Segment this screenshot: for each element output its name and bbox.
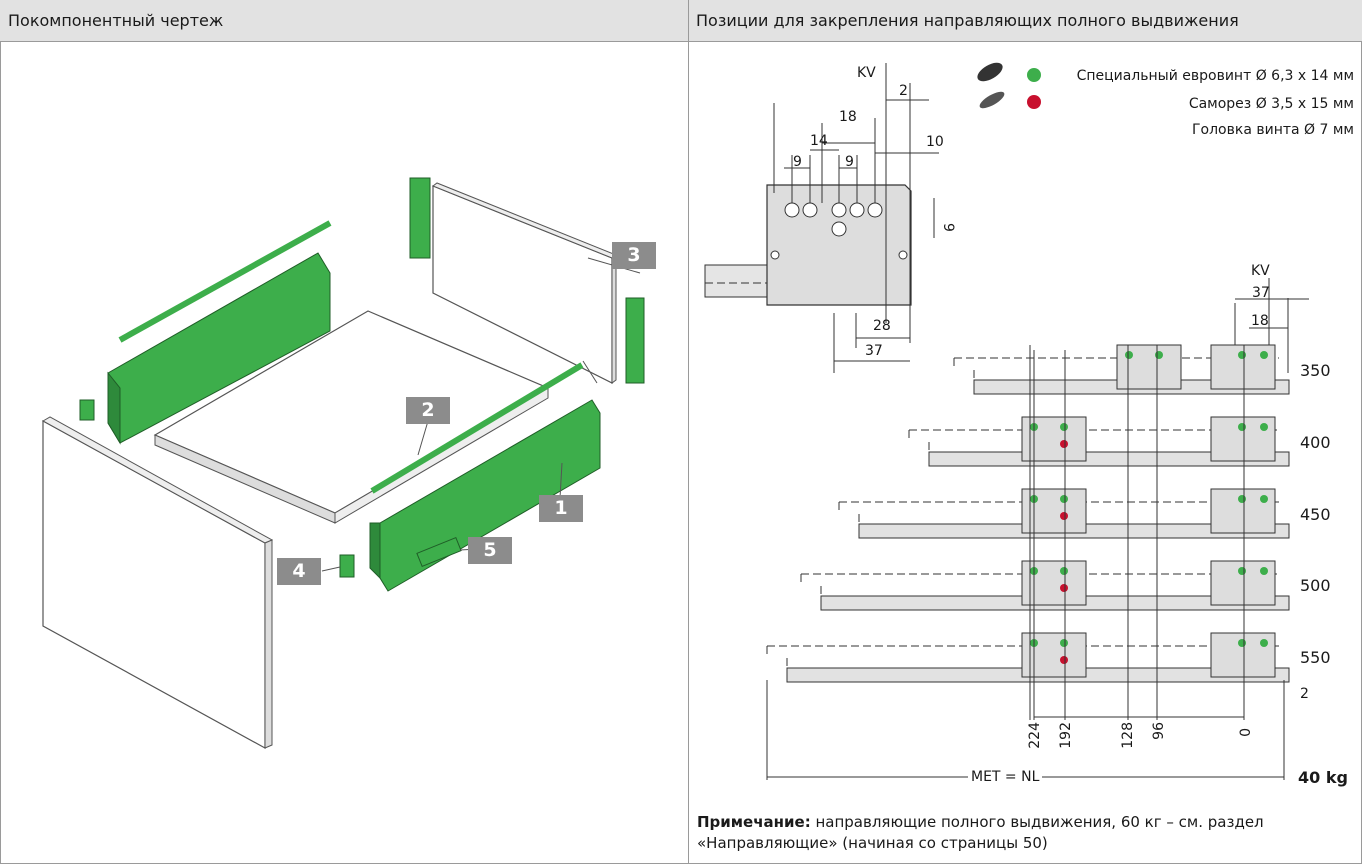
dim-128: 128 bbox=[1120, 722, 1136, 749]
size-500: 500 bbox=[1300, 576, 1331, 595]
badge-1: 1 bbox=[539, 495, 583, 522]
note-text: направляющие полного выдвижения, 60 кг –… bbox=[697, 813, 1264, 852]
dim-2-bottom: 2 bbox=[1300, 686, 1309, 702]
detail-drawing: KV 2 18 14 9 9 10 9 28 37 KV 37 18 bbox=[704, 63, 1309, 373]
svg-text:18: 18 bbox=[839, 109, 857, 125]
svg-text:9: 9 bbox=[940, 223, 956, 232]
svg-text:KV: KV bbox=[1251, 263, 1270, 279]
rail-row-450 bbox=[838, 488, 1290, 539]
rails-drawing bbox=[766, 344, 1290, 780]
wood-screw-icon bbox=[979, 91, 1005, 109]
svg-text:2: 2 bbox=[899, 83, 908, 99]
dim-0: 0 bbox=[1238, 728, 1254, 737]
panel-divider bbox=[688, 0, 689, 864]
dim-224: 224 bbox=[1027, 722, 1043, 749]
svg-text:KV: KV bbox=[857, 65, 876, 81]
size-450: 450 bbox=[1300, 505, 1331, 524]
legend-screw-1: Специальный евровинт Ø 6,3 x 14 мм bbox=[1076, 68, 1354, 84]
dim-192: 192 bbox=[1058, 722, 1074, 749]
svg-text:10: 10 bbox=[926, 134, 944, 150]
size-350: 350 bbox=[1300, 361, 1331, 380]
legend-head: Головка винта Ø 7 мм bbox=[1192, 122, 1354, 138]
left-panel-title: Покомпонентный чертеж bbox=[0, 0, 688, 42]
rail-row-350 bbox=[953, 344, 1290, 395]
green-dot-icon bbox=[1027, 68, 1041, 82]
svg-text:28: 28 bbox=[873, 318, 891, 334]
size-550: 550 bbox=[1300, 648, 1331, 667]
load-label: 40 kg bbox=[1298, 768, 1348, 787]
badge-3: 3 bbox=[612, 242, 656, 269]
size-400: 400 bbox=[1300, 433, 1331, 452]
euro-screw-icon bbox=[977, 62, 1003, 82]
rail-row-550 bbox=[766, 632, 1290, 683]
rail-row-400 bbox=[908, 416, 1290, 467]
legend-screw-2: Саморез Ø 3,5 x 15 мм bbox=[1188, 96, 1354, 112]
svg-text:18: 18 bbox=[1251, 313, 1269, 329]
svg-text:14: 14 bbox=[810, 133, 828, 149]
legend-icons bbox=[977, 62, 1041, 109]
rail-front bbox=[370, 362, 584, 494]
badge-4: 4 bbox=[277, 558, 321, 585]
met-label: MET = NL bbox=[968, 769, 1043, 785]
svg-text:37: 37 bbox=[865, 343, 883, 359]
dim-96: 96 bbox=[1151, 722, 1167, 740]
badge-2: 2 bbox=[406, 397, 450, 424]
svg-text:9: 9 bbox=[845, 154, 854, 170]
svg-text:9: 9 bbox=[793, 154, 802, 170]
red-dot-icon bbox=[1027, 95, 1041, 109]
note: Примечание: направляющие полного выдвиже… bbox=[697, 812, 1357, 854]
right-panel-title: Позиции для закрепления направляющих пол… bbox=[688, 0, 1362, 42]
badge-5: 5 bbox=[468, 537, 512, 564]
rail-row-500 bbox=[800, 560, 1290, 611]
note-bold: Примечание: bbox=[697, 813, 811, 831]
exploded-drawing bbox=[41, 177, 645, 750]
rail-back bbox=[118, 220, 332, 343]
svg-text:37: 37 bbox=[1252, 285, 1270, 301]
